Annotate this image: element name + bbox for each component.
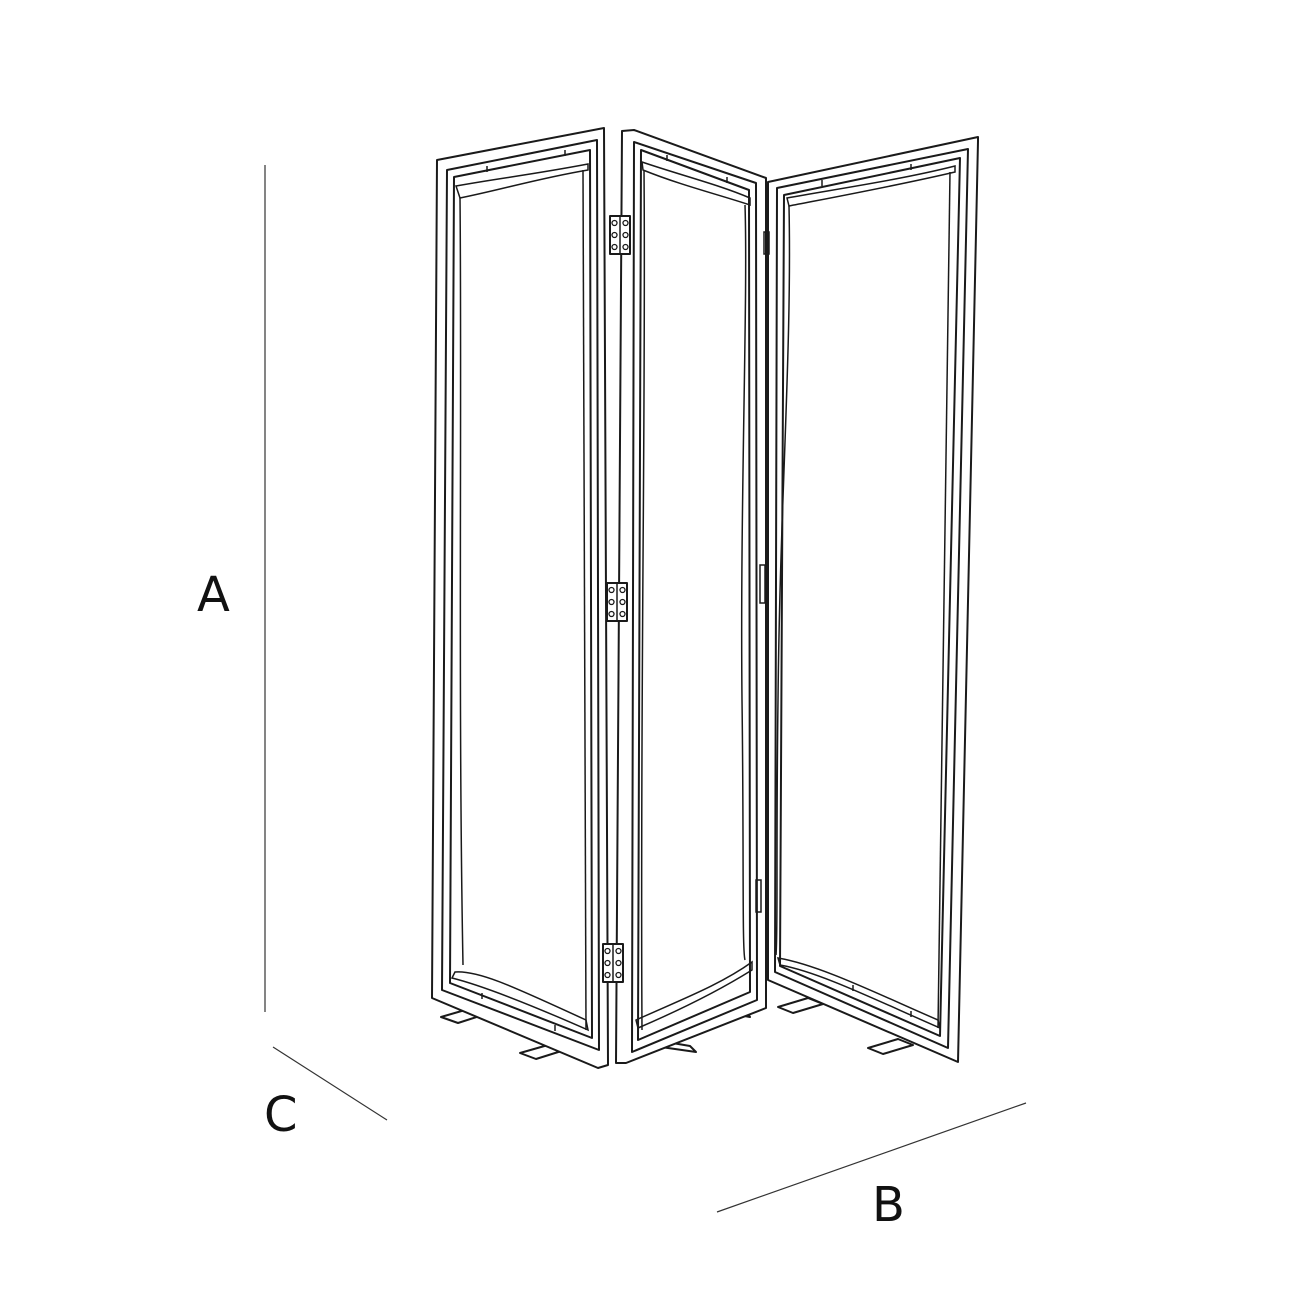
hinge-top [609, 215, 631, 255]
dimension-line-b [716, 1102, 1027, 1213]
dimension-label-b: B [872, 1177, 905, 1233]
hinge-middle [606, 582, 628, 622]
dimension-label-c: C [264, 1087, 298, 1143]
dimension-line-c [272, 1046, 388, 1121]
hinge-bottom [602, 943, 624, 983]
dimension-label-a: A [197, 567, 230, 623]
panel-middle [615, 129, 767, 1064]
panel-right [755, 136, 979, 1063]
panel-left [431, 127, 609, 1069]
